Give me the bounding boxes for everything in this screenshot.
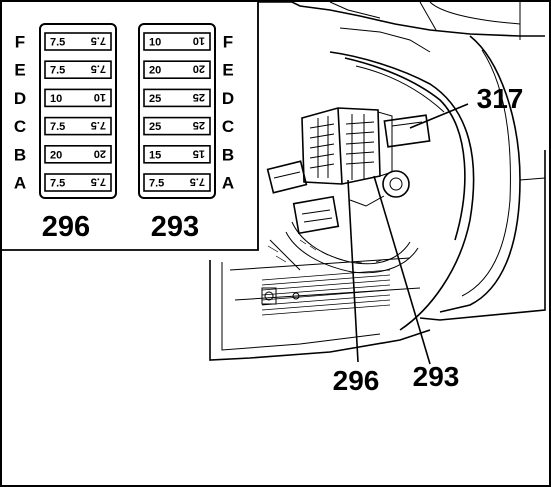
fuse-rating: 10 [149, 37, 161, 49]
fuse-rating-inverted: 20 [193, 63, 205, 75]
fuse-rating: 7.5 [50, 65, 65, 77]
row-label-c-left: C [14, 117, 26, 136]
fuse-box-label-296: 296 [42, 211, 90, 243]
relay-317 [383, 114, 431, 148]
row-label-b-left: B [14, 145, 26, 164]
callout-296: 296 [333, 365, 380, 396]
row-label-f-left: F [15, 33, 25, 52]
fuse-rating: 7.5 [50, 37, 65, 49]
fuse-rating: 15 [149, 149, 161, 161]
fuse-rating: 20 [149, 65, 161, 77]
dashboard-illustration [209, 1, 546, 361]
fuse-rating-inverted: 10 [193, 35, 205, 47]
fuse-rating-inverted: 25 [193, 119, 205, 131]
row-label-e-right: E [222, 61, 233, 80]
leader-lines [347, 103, 469, 365]
fuse-rating-inverted: 7.5 [190, 176, 205, 188]
fuse-rating: 7.5 [50, 178, 65, 190]
row-label-d-left: D [14, 89, 26, 108]
row-label-c-right: C [222, 117, 234, 136]
fuse-293-a: 7.5 7.5 [143, 173, 211, 192]
fuse-rating: 25 [149, 121, 161, 133]
fuse-296-d: 10 10 [44, 88, 112, 108]
fuse-293-d: 25 25 [143, 88, 211, 108]
row-label-f-right: F [223, 33, 233, 52]
fuse-rating: 7.5 [149, 178, 164, 190]
fuse-296-f: 7.5 7.5 [44, 32, 112, 51]
fuse-rating-inverted: 10 [94, 91, 106, 103]
fuse-rating: 25 [149, 93, 161, 105]
callout-labels: 317 296 293 [333, 83, 524, 396]
fuse-rating-inverted: 15 [193, 147, 205, 159]
fuse-296-a: 7.5 7.5 [44, 173, 112, 192]
fuse-rating: 7.5 [50, 121, 65, 133]
fuse-296-c: 7.5 7.5 [44, 116, 112, 136]
connector-lower [292, 195, 340, 235]
fuse-rating-inverted: 7.5 [91, 176, 106, 188]
fuse-box-label-293: 293 [151, 211, 199, 243]
fuse-rating-inverted: 25 [193, 91, 205, 103]
fuse-block-assembly [301, 107, 393, 185]
fuse-rating-inverted: 20 [94, 147, 106, 159]
fuse-rating-inverted: 7.5 [91, 35, 106, 47]
callout-317: 317 [477, 83, 524, 114]
row-label-d-right: D [222, 89, 234, 108]
callout-293: 293 [413, 361, 460, 392]
fuse-rating-inverted: 7.5 [91, 63, 106, 75]
fuse-rating: 10 [50, 93, 62, 105]
actuator-knob [382, 170, 410, 198]
row-label-a-left: A [14, 174, 26, 193]
fuse-rating: 20 [50, 149, 62, 161]
fuse-296-e: 7.5 7.5 [44, 60, 112, 80]
row-label-e-left: E [14, 61, 25, 80]
fuse-rating-inverted: 7.5 [91, 119, 106, 131]
row-label-a-right: A [222, 174, 234, 193]
fuse-293-c: 25 25 [143, 116, 211, 136]
row-label-b-right: B [222, 145, 234, 164]
fuse-293-f: 10 10 [143, 32, 211, 51]
